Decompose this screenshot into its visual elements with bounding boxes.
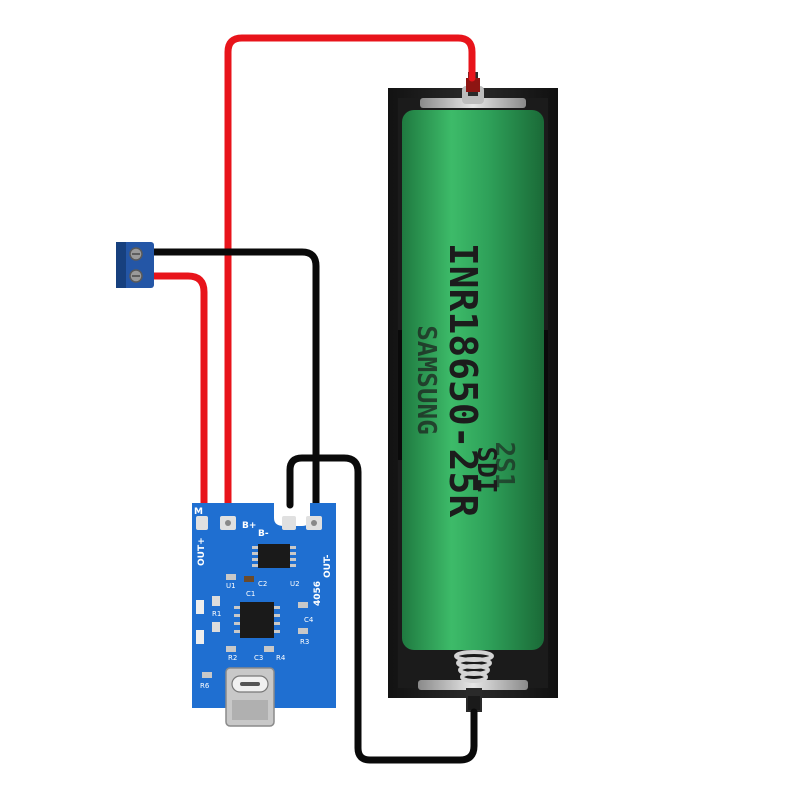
label-c2: C2	[258, 580, 267, 588]
label-r6: R6	[200, 682, 210, 690]
battery-model-label: INR18650-25R	[441, 243, 485, 518]
label-r2: R2	[228, 654, 237, 662]
battery-extra-label: 2S1	[489, 442, 519, 489]
label-r1: R1	[212, 610, 221, 618]
label-c4: C4	[304, 616, 314, 624]
positive-contact	[420, 72, 526, 108]
label-u2: U2	[290, 580, 300, 588]
ic-u2	[252, 544, 296, 568]
wire-battery-negative	[286, 454, 478, 764]
label-out-minus: OUT-	[323, 554, 333, 578]
label-u1: U1	[226, 582, 236, 590]
negative-spring-contact	[418, 650, 528, 712]
battery-cell: INR18650-25R SAMSUNG SDI 2S1	[402, 110, 544, 650]
smd-components	[196, 574, 308, 678]
charger-board: M B+ B- OUT+ OUT- 4056	[192, 503, 336, 727]
label-out-plus: OUT+	[197, 537, 207, 566]
wire-output-negative	[144, 248, 320, 509]
wire-output-positive	[144, 272, 208, 509]
label-c1: C1	[246, 590, 255, 598]
spring-icon	[454, 650, 494, 683]
usb-c-port	[225, 667, 275, 727]
label-r3: R3	[300, 638, 309, 646]
label-c3: C3	[254, 654, 263, 662]
label-r4: R4	[276, 654, 286, 662]
label-chip: 4056	[313, 581, 323, 606]
wire-battery-positive	[224, 34, 476, 509]
label-b-minus: B-	[258, 529, 269, 539]
battery-sub-label: SDI	[471, 447, 501, 494]
battery-brand-label: SAMSUNG	[411, 325, 441, 435]
label-b-plus: B+	[242, 521, 256, 531]
wires	[144, 34, 478, 764]
ic-tp4056	[234, 602, 280, 638]
label-m: M	[194, 507, 203, 517]
screw-terminal	[116, 242, 154, 288]
